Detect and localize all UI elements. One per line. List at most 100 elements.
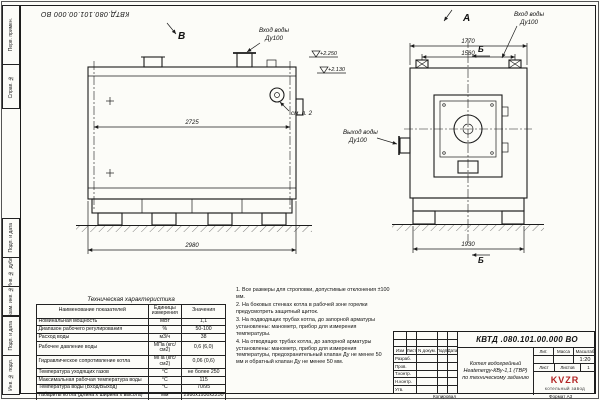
spec-header-name: Наименование показателей bbox=[36, 304, 149, 319]
sheet-label: Лист bbox=[534, 364, 555, 372]
col-podp: Подп. bbox=[438, 347, 448, 356]
format-label: Формат А3 bbox=[549, 394, 573, 399]
water-inlet-nozzle bbox=[236, 52, 253, 68]
company-cell: KVZR котельный завод bbox=[534, 372, 596, 395]
lit-header: Лит. bbox=[534, 348, 554, 356]
furnace-door bbox=[433, 94, 503, 178]
drawing-frame bbox=[20, 5, 596, 394]
notes-block: 1. Все размеры для строповки, допустимые… bbox=[236, 287, 390, 367]
col-data: Дата bbox=[448, 347, 458, 356]
spec-table-title: Техническая характеристика bbox=[87, 296, 175, 303]
row-nkontr: Н.контр. bbox=[394, 378, 417, 387]
outlet-dn-label: Ду100 bbox=[348, 137, 367, 144]
row-prov: Пров. bbox=[394, 362, 417, 371]
sight-port bbox=[269, 87, 285, 103]
table-row: Диапазон рабочего регулирования%50-100 bbox=[36, 325, 226, 335]
door-hinge bbox=[501, 106, 509, 117]
title-block-revision-grid: Изм Лист N докум. Подп. Дата Разраб. Про… bbox=[394, 332, 458, 395]
burner-opening bbox=[453, 114, 483, 144]
stamp-label: Справ. № bbox=[8, 75, 14, 99]
boiler-foot bbox=[97, 212, 123, 226]
side-view: 2725 2980 +2.250 +2.130 В Вход воды Ду10… bbox=[76, 22, 346, 254]
spec-table-block: Техническая характеристика Наименование … bbox=[36, 296, 226, 400]
stamp-cell: Подп. и дата bbox=[2, 315, 20, 356]
stamp-cell: Взам. инв. № bbox=[2, 286, 20, 317]
elevation-mark-mid: +2.130 bbox=[328, 67, 346, 73]
boiler-foot bbox=[501, 210, 525, 225]
boiler-foot bbox=[207, 212, 233, 226]
see-note-ref: см. п. 2 bbox=[291, 110, 313, 117]
stamp-spacer bbox=[2, 108, 20, 218]
section-letter-bottom: Б bbox=[478, 256, 484, 265]
row-tkontr: Т.контр. bbox=[394, 370, 417, 379]
title-block: Изм Лист N докум. Подп. Дата Разраб. Про… bbox=[393, 331, 596, 395]
stamp-cell: Инв. № подл. bbox=[2, 354, 20, 395]
spec-header-row: Наименование показателей Единицы измерен… bbox=[36, 304, 226, 319]
stamp-cell: Справ. № bbox=[2, 64, 20, 110]
note-item: 2. На боковых стенках котла в рабочей зо… bbox=[236, 302, 368, 315]
row-razrab: Разраб. bbox=[394, 355, 417, 363]
spec-header-units: Единицы измерения bbox=[147, 304, 183, 319]
boiler-foot bbox=[412, 210, 436, 225]
scale-header: Масштаб bbox=[574, 349, 596, 356]
boiler-drawing: 2725 2980 +2.250 +2.130 В Вход воды Ду10… bbox=[76, 9, 544, 265]
boiler-foot bbox=[151, 212, 177, 226]
copied-label: Копировал bbox=[433, 394, 457, 399]
boiler-shell-front bbox=[409, 67, 528, 199]
company-logo: KVZR bbox=[550, 375, 580, 385]
ground-hatch bbox=[76, 226, 312, 232]
stamp-label: Инв. № подл. bbox=[8, 358, 14, 391]
front-view: 1770 1560 1930 Б Б А Вход воды Ду100 Вых… bbox=[343, 9, 544, 265]
ash-hatch bbox=[457, 160, 479, 174]
stamp-cell: Подп. и дата bbox=[2, 217, 20, 258]
mass-header: Масса bbox=[554, 348, 574, 356]
section-letter-top: Б bbox=[478, 45, 484, 54]
company-name: котельный завод bbox=[544, 386, 586, 391]
note-item: 3. На подводящих трубах котла, до запорн… bbox=[236, 317, 375, 337]
product-name: Котел водогрейный Heatenergy-КВу-1,1 (ТВ… bbox=[458, 348, 534, 395]
table-row: Габариты котла (длина х ширина х высота)… bbox=[36, 391, 226, 400]
boiler-foot bbox=[261, 212, 287, 226]
note-item: 4. На отводящих трубах котла, до запорно… bbox=[236, 338, 382, 365]
row-utv: Утв. bbox=[394, 386, 417, 394]
col-izm: Изм bbox=[394, 347, 407, 356]
stamp-label: Подп. и дата bbox=[8, 320, 14, 351]
sheets-label: Листов bbox=[555, 364, 581, 372]
side-bracket bbox=[295, 98, 304, 116]
col-list: Лист bbox=[407, 347, 417, 356]
outlet-label: Выход воды bbox=[343, 129, 378, 136]
stamp-label: Взам. инв. № bbox=[8, 286, 14, 317]
base-frame bbox=[412, 197, 525, 212]
top-hatch-fitting bbox=[143, 56, 163, 68]
boiler-shell-side bbox=[87, 66, 297, 200]
air-vent-fitting bbox=[266, 59, 277, 68]
dim-overall-length: 2980 bbox=[184, 243, 199, 249]
doc-number: КВТД .080.101.00.000 ВО bbox=[458, 332, 596, 348]
left-stamp-column: Перв. примен. Справ. № Подп. и дата Инв.… bbox=[2, 5, 20, 395]
stamp-label: Перв. примен. bbox=[8, 18, 14, 52]
inlet-label: Вход воды bbox=[259, 27, 289, 34]
spec-header-values: Значения bbox=[181, 304, 226, 319]
view-letter-v: В bbox=[178, 31, 185, 42]
spec-table: Наименование показателей Единицы измерен… bbox=[36, 304, 226, 400]
door-hinge bbox=[501, 142, 509, 153]
stamp-cell: Перв. примен. bbox=[2, 5, 20, 65]
col-dokum: N докум. bbox=[417, 347, 438, 356]
dim-width-top: 1770 bbox=[461, 39, 475, 45]
elevation-mark-top: +2.250 bbox=[320, 51, 338, 57]
ground-hatch bbox=[392, 225, 544, 231]
inlet-dn-label: Ду100 bbox=[264, 35, 283, 42]
scale-value: 1:20 bbox=[574, 356, 596, 364]
view-letter-a: А bbox=[462, 13, 470, 24]
note-item: 1. Все размеры для строповки, допустимые… bbox=[236, 287, 390, 300]
sheets-value: 1 bbox=[581, 364, 596, 372]
